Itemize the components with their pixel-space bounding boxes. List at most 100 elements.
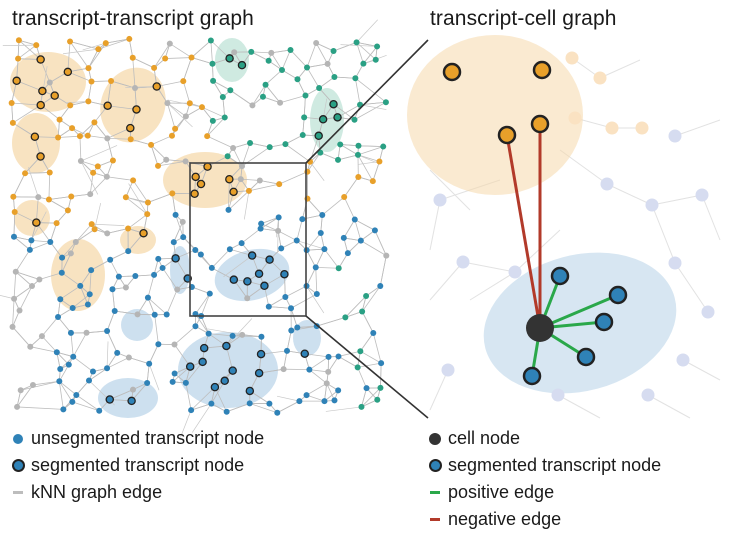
unsegmented-transcript-node xyxy=(342,314,349,321)
knn-edge xyxy=(357,362,382,368)
knn-edge xyxy=(180,410,192,438)
cluster-regions xyxy=(10,38,344,418)
unsegmented-transcript-node xyxy=(319,212,326,219)
unsegmented-transcript-node xyxy=(302,92,309,99)
unsegmented-transcript-node xyxy=(378,360,385,367)
unsegmented-transcript-node xyxy=(144,294,151,301)
knn-edge xyxy=(72,356,94,372)
unsegmented-transcript-node xyxy=(239,163,246,170)
knn-edge xyxy=(135,274,155,277)
knn-edge xyxy=(243,190,250,220)
knn-edge xyxy=(148,363,160,391)
knn-edge xyxy=(379,255,387,287)
knn-edge xyxy=(60,285,81,300)
knn-edge xyxy=(157,160,186,167)
knn-edge xyxy=(259,180,280,185)
knn-edge xyxy=(357,161,380,165)
knn-edge xyxy=(15,271,40,280)
knn-edge xyxy=(165,57,192,59)
unsegmented-transcript-node xyxy=(159,264,166,271)
knn-edge xyxy=(153,43,171,69)
knn-edge xyxy=(361,285,381,312)
knn-edge xyxy=(87,135,108,139)
unsegmented-transcript-node xyxy=(225,206,232,213)
unsegmented-transcript-node xyxy=(321,246,328,253)
knn-edge xyxy=(70,100,89,106)
knn-edge xyxy=(260,217,279,229)
unsegmented-transcript-node xyxy=(170,239,177,246)
knn-edge xyxy=(261,350,288,355)
knn-edge xyxy=(11,102,14,123)
knn-edge xyxy=(16,384,34,408)
knn-edge xyxy=(228,179,230,210)
knn-edge xyxy=(309,369,327,384)
knn-edge xyxy=(17,44,37,59)
unsegmented-transcript-node xyxy=(299,132,306,139)
unsegmented-transcript-node xyxy=(87,191,94,198)
knn-edge xyxy=(223,255,253,278)
unsegmented-transcript-node xyxy=(104,365,111,372)
unsegmented-transcript-node xyxy=(109,286,116,293)
knn-edge xyxy=(195,293,211,315)
knn-edge xyxy=(309,369,329,373)
unsegmented-transcript-node xyxy=(288,305,295,312)
knn-edge xyxy=(137,297,149,315)
unsegmented-transcript-node xyxy=(247,140,254,147)
unsegmented-transcript-node xyxy=(357,237,364,244)
unsegmented-transcript-node xyxy=(73,391,80,398)
unsegmented-transcript-node xyxy=(275,227,282,234)
unsegmented-transcript-node xyxy=(122,194,129,201)
knn-edge xyxy=(76,380,90,396)
knn-edge xyxy=(94,202,102,230)
background-edge xyxy=(599,59,641,79)
knn-edge xyxy=(357,367,367,389)
knn-edge xyxy=(132,57,155,69)
zoom-box xyxy=(189,162,307,317)
unsegmented-transcript-node xyxy=(76,133,83,140)
unsegmented-transcript-node xyxy=(69,304,76,311)
segmented-transcript-node xyxy=(36,55,45,64)
background-node xyxy=(695,188,709,202)
legend-label: unsegmented transcript node xyxy=(31,428,265,448)
unsegmented-transcript-node xyxy=(26,246,33,253)
knn-edge xyxy=(182,81,191,104)
unsegmented-transcript-node xyxy=(374,43,381,50)
unsegmented-transcript-node xyxy=(144,379,151,386)
knn-edge xyxy=(226,318,253,347)
knn-edge xyxy=(232,335,262,338)
segmented-transcript-node xyxy=(50,91,59,100)
unsegmented-transcript-node xyxy=(86,377,93,384)
unsegmented-transcript-node xyxy=(259,93,266,100)
unsegmented-transcript-node xyxy=(205,330,212,337)
unsegmented-transcript-node xyxy=(239,331,246,338)
knn-edge xyxy=(12,298,15,327)
knn-edge xyxy=(13,285,33,300)
unsegmented-transcript-node xyxy=(299,216,306,223)
knn-edge xyxy=(290,293,318,309)
unsegmented-transcript-node xyxy=(129,386,136,393)
knn-edge xyxy=(338,356,358,368)
segmented-transcript-node xyxy=(550,266,570,286)
knn-edge xyxy=(112,289,116,312)
unsegmented-transcript-node xyxy=(313,291,320,298)
background-edge xyxy=(557,394,601,419)
unsegmented-transcript-node xyxy=(231,49,238,56)
unsegmented-transcript-node xyxy=(357,348,364,355)
unsegmented-transcript-node xyxy=(151,64,158,71)
unsegmented-transcript-node xyxy=(35,194,42,201)
knn-edge xyxy=(107,228,129,234)
background-edge xyxy=(647,394,691,419)
unsegmented-transcript-node xyxy=(172,211,179,218)
knn-edge xyxy=(277,230,297,241)
knn-edge xyxy=(130,138,152,146)
knn-edge xyxy=(354,101,387,121)
unsegmented-transcript-node xyxy=(155,341,162,348)
unsegmented-transcript-node xyxy=(16,307,23,314)
unsegmented-transcript-node xyxy=(27,343,34,350)
knn-edge xyxy=(374,230,387,256)
knn-edge xyxy=(212,80,224,98)
knn-edge xyxy=(315,249,325,268)
unsegmented-transcript-node xyxy=(278,245,285,252)
unsegmented-transcript-node xyxy=(107,256,114,263)
knn-edge xyxy=(106,330,118,354)
